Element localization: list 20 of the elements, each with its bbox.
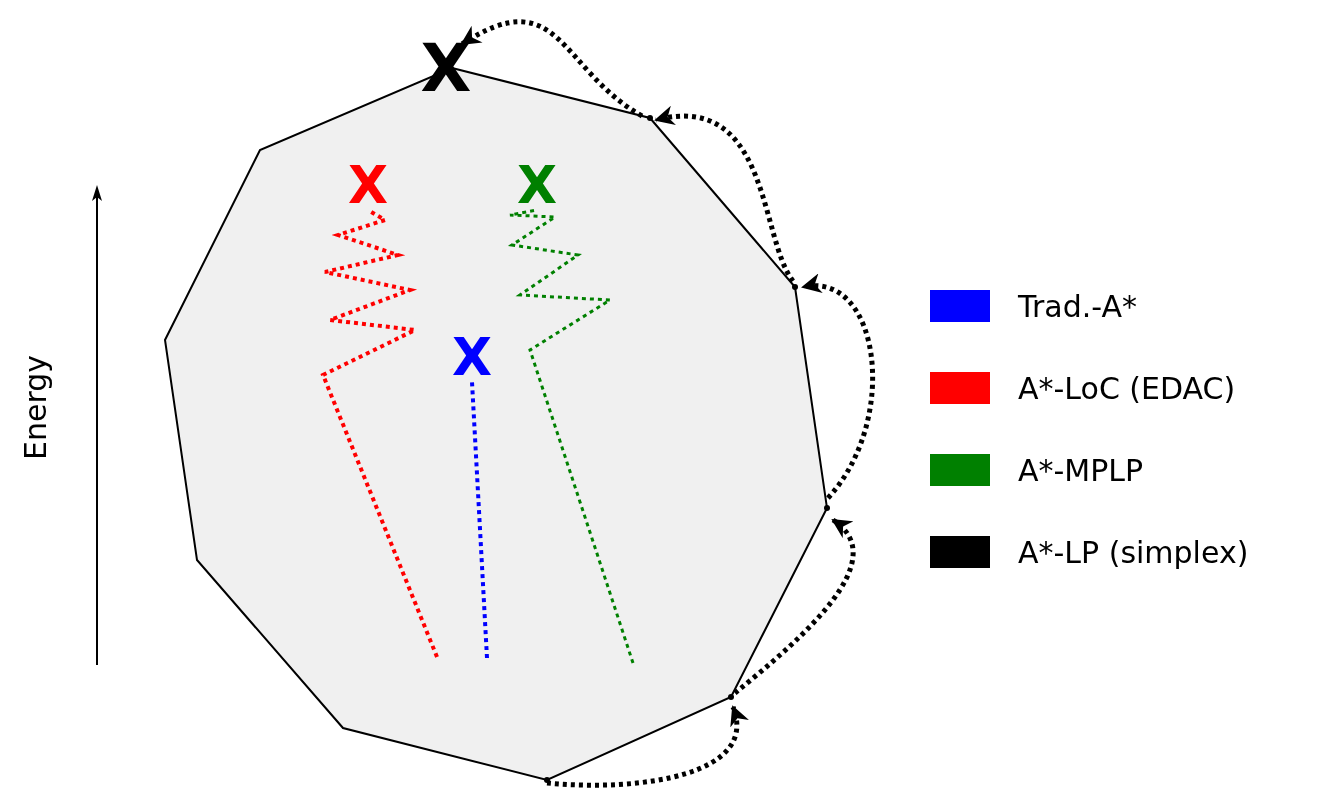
legend-label: A*-MPLP <box>1018 452 1144 488</box>
vertex-point <box>647 115 653 121</box>
vertex-point <box>792 284 798 290</box>
arrow <box>801 276 876 500</box>
vertex-point <box>544 777 550 783</box>
x-mark: X <box>347 160 389 210</box>
legend-label: Trad.-A* <box>1018 288 1137 324</box>
arrow <box>460 19 644 119</box>
vertex-point <box>728 694 734 700</box>
legend-label: A*-LP (simplex) <box>1018 534 1249 570</box>
arrow <box>654 107 796 283</box>
search-path <box>470 381 489 659</box>
vertex-point <box>824 505 830 511</box>
x-mark: X <box>451 332 493 382</box>
arrow <box>733 518 856 695</box>
axis-label: Energy <box>17 354 53 462</box>
legend-label: A*-LoC (EDAC) <box>1018 370 1236 406</box>
x-mark: X <box>516 160 558 210</box>
search-path <box>320 208 439 658</box>
search-path <box>507 208 635 664</box>
